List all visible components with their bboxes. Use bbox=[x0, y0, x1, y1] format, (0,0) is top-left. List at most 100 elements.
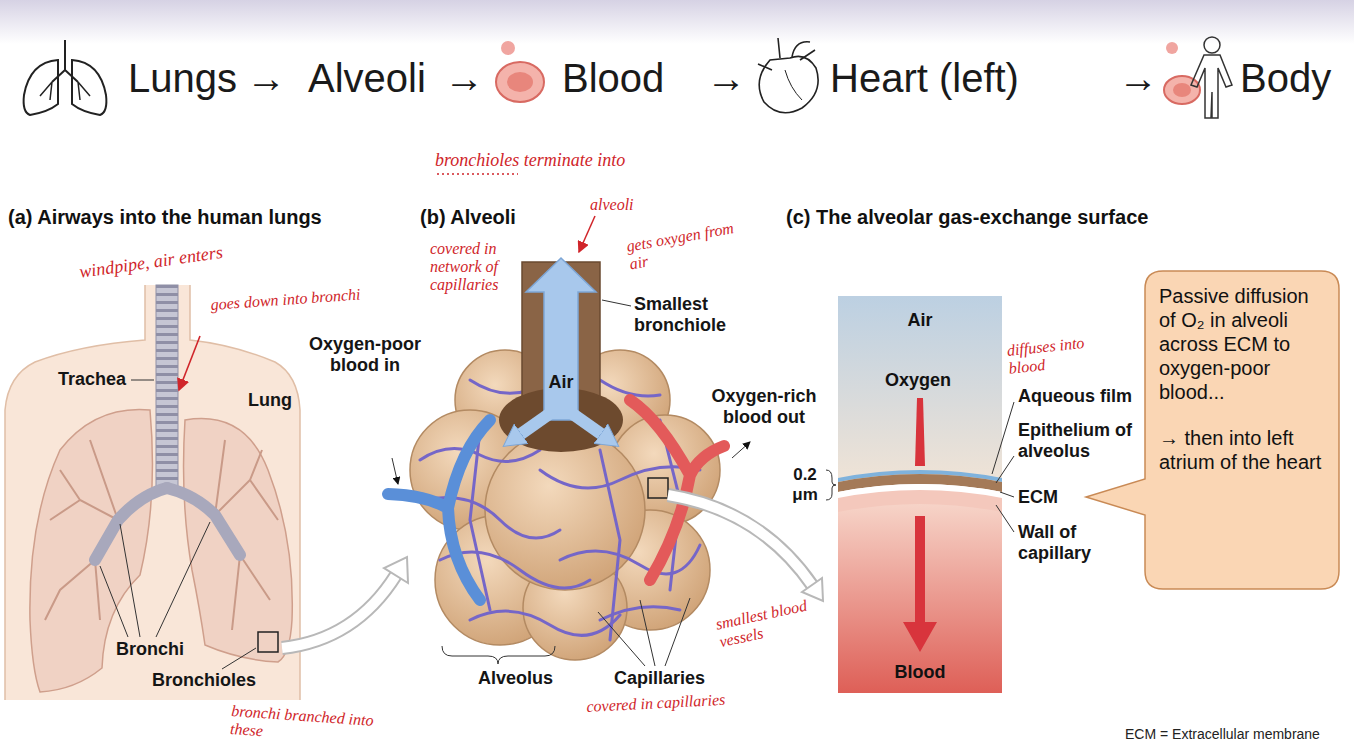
flow-step: Alveoli bbox=[308, 55, 426, 101]
leader-line bbox=[826, 402, 1014, 532]
callout-outline bbox=[1086, 271, 1339, 589]
blood-vessel bbox=[388, 420, 490, 600]
part-label: ECM bbox=[1018, 487, 1058, 508]
flow-arrow: → bbox=[706, 55, 746, 101]
dimension-label: 0.2 μm bbox=[784, 465, 826, 505]
blood-cell-icon bbox=[507, 72, 533, 92]
bronchiole-tube bbox=[499, 258, 623, 452]
alveolus-cluster bbox=[485, 430, 645, 590]
torso-figure bbox=[5, 285, 300, 700]
lungs-icon bbox=[40, 82, 90, 100]
panel-title: (a) Airways into the human lungs bbox=[8, 205, 343, 229]
leader-line bbox=[100, 522, 210, 637]
flow-arrow: → bbox=[1118, 55, 1158, 101]
zoom-arrow bbox=[668, 495, 812, 585]
leader-line bbox=[222, 648, 256, 669]
lung-drawing bbox=[184, 419, 293, 662]
trachea-drawing bbox=[95, 285, 240, 560]
part-label: Oxygen-poor blood in bbox=[304, 334, 426, 376]
bronchiole-tube bbox=[518, 412, 552, 436]
exchange-surface bbox=[903, 516, 937, 652]
leader-line bbox=[392, 300, 750, 666]
exchange-surface bbox=[838, 296, 1002, 693]
zoom-arrow bbox=[282, 557, 408, 648]
zoom-square bbox=[258, 632, 278, 652]
part-label: Aqueous film bbox=[1018, 386, 1132, 407]
handwritten-arrow bbox=[179, 336, 200, 390]
leader-line bbox=[992, 402, 1014, 474]
lungs-icon bbox=[72, 60, 106, 115]
lungs-icon bbox=[24, 60, 58, 115]
handwritten-mark bbox=[437, 173, 518, 175]
blood-cell-icon bbox=[496, 41, 544, 102]
handwritten-note: smallest blood vessels bbox=[714, 595, 819, 651]
node-text: Passive diffusion of O₂ in alveoli acros… bbox=[1159, 284, 1328, 404]
torso-figure bbox=[5, 285, 300, 700]
region-label: Oxygen bbox=[885, 370, 951, 391]
part-label: Air bbox=[546, 372, 576, 393]
panel-title: (c) The alveolar gas-exchange surface bbox=[786, 205, 1156, 229]
handwritten-mark bbox=[579, 216, 595, 252]
leader-line bbox=[131, 380, 154, 381]
flow-step: Blood bbox=[562, 55, 664, 101]
leader-line bbox=[996, 456, 1014, 483]
handwritten-note: windpipe, air enters bbox=[78, 242, 224, 282]
handwritten-note: diffuses into blood bbox=[1006, 332, 1101, 377]
capillary-mesh bbox=[470, 380, 530, 393]
zoom-arrow bbox=[668, 495, 823, 601]
part-label: Trachea bbox=[58, 369, 126, 390]
trachea-drawing bbox=[167, 488, 240, 555]
zoom-square bbox=[648, 478, 668, 498]
flow-arrow: → bbox=[246, 55, 286, 101]
part-label: Bronchioles bbox=[152, 670, 256, 691]
handwritten-note: bronchioles terminate into bbox=[435, 150, 625, 170]
part-label: Lung bbox=[248, 390, 292, 411]
leader-line bbox=[826, 470, 836, 500]
trachea-drawing bbox=[95, 488, 167, 560]
body-icon bbox=[1164, 37, 1232, 118]
leader-line bbox=[732, 442, 750, 458]
handwritten-note: covered in network of capillaries bbox=[430, 240, 518, 294]
leader-line bbox=[442, 646, 555, 664]
torso-figure bbox=[5, 285, 300, 700]
node-text: → then into left atrium of the heart bbox=[1159, 426, 1328, 474]
header-band bbox=[0, 0, 1354, 44]
zoom-arrow bbox=[282, 575, 396, 648]
heart-icon bbox=[758, 38, 818, 113]
body-icon bbox=[1191, 55, 1232, 118]
blood-cell-icon bbox=[496, 62, 544, 102]
flow-step: Lungs bbox=[128, 55, 237, 101]
part-label: Bronchi bbox=[116, 639, 184, 660]
heart-icon bbox=[758, 38, 815, 70]
capillary-mesh bbox=[560, 545, 700, 574]
part-label: Capillaries bbox=[614, 668, 705, 689]
exchange-surface bbox=[838, 296, 1002, 480]
part-label: Smallest bronchiole bbox=[634, 294, 746, 336]
leader-line bbox=[602, 300, 631, 306]
capillary-mesh bbox=[600, 380, 660, 396]
bronchiole-tube bbox=[526, 258, 596, 420]
body-icon bbox=[1166, 42, 1178, 54]
exchange-surface bbox=[915, 398, 925, 466]
exchange-surface bbox=[838, 490, 1002, 512]
zoom-arrow bbox=[668, 495, 812, 585]
capillary-mesh bbox=[420, 449, 540, 462]
lungs-icon bbox=[24, 40, 107, 115]
leader-line bbox=[996, 505, 1014, 532]
region-label: Blood bbox=[838, 662, 1002, 683]
body-icon bbox=[1164, 76, 1200, 104]
leader-line bbox=[392, 458, 398, 484]
capillary-mesh bbox=[470, 611, 620, 635]
part-label: Wall of capillary bbox=[1018, 522, 1130, 564]
handwritten-note: bronchi branched into these bbox=[229, 702, 401, 750]
region-label: Air bbox=[838, 310, 1002, 331]
zoom-arrow bbox=[282, 575, 396, 648]
part-label: Epithelium of alveolus bbox=[1018, 420, 1143, 462]
handwritten-note: alveoli bbox=[590, 196, 634, 214]
trachea-drawing bbox=[156, 285, 178, 490]
zoom-arrow bbox=[384, 557, 408, 583]
leader-line bbox=[100, 380, 256, 669]
handwritten-note: gets oxygen from air bbox=[625, 218, 745, 273]
flow-step: Heart (left) bbox=[830, 55, 1019, 101]
